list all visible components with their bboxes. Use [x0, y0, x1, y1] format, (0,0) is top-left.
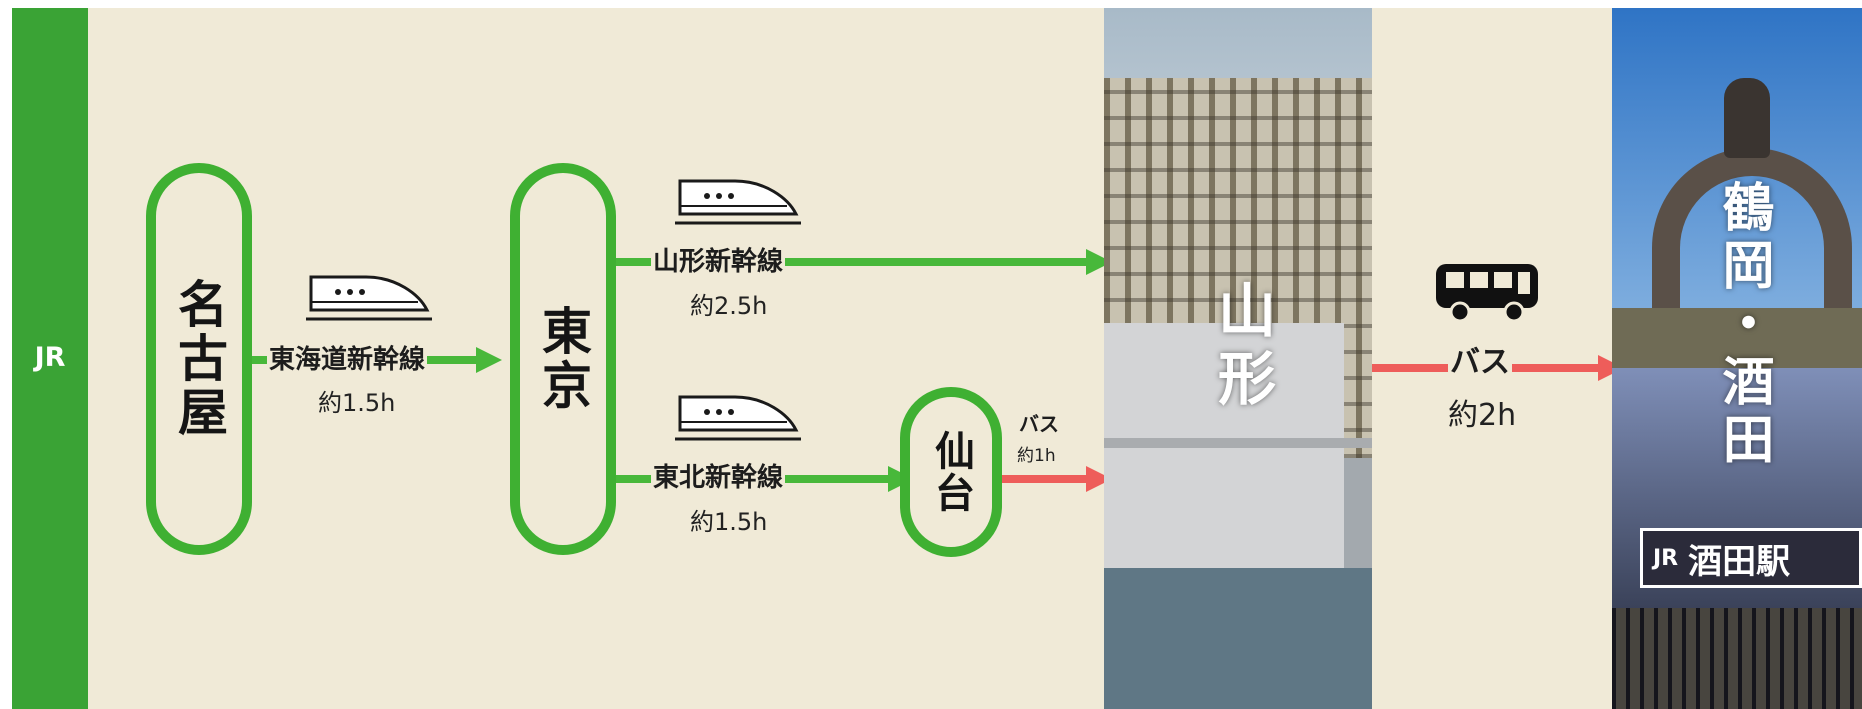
- route-sendai-bus-name: バス: [1017, 411, 1061, 437]
- route-yamagata-time: 約2.5h: [690, 292, 768, 320]
- jr-side-bar: [12, 8, 88, 709]
- sendai-bus-line: [1002, 475, 1086, 483]
- tokaido-arrowhead: [476, 347, 502, 373]
- shinkansen-icon: [306, 275, 432, 321]
- yamagata-photo: [1104, 8, 1372, 709]
- station-tokyo: 東京: [510, 163, 616, 555]
- route-tohoku-name: 東北新幹線: [651, 461, 786, 495]
- station-tokyo-label: 東京: [534, 305, 592, 413]
- route-tokaido-time: 約1.5h: [318, 389, 396, 417]
- city-yamagata-label: 山形: [1208, 280, 1276, 416]
- route-yamagata-bus-name: バス: [1448, 344, 1512, 382]
- station-sendai: 仙台: [900, 387, 1002, 557]
- tsuruoka-sakata-photo: JR 酒田駅: [1612, 8, 1862, 709]
- sakata-sign-text: 酒田駅: [1688, 541, 1791, 582]
- route-sendai-bus-time: 約1h: [1017, 446, 1056, 466]
- shinkansen-icon: [675, 179, 801, 225]
- jr-label: JR: [34, 342, 66, 373]
- route-tohoku-time: 約1.5h: [690, 508, 768, 536]
- sakata-sign-brand: JR: [1653, 545, 1679, 571]
- station-nagoya-label: 名古屋: [170, 278, 228, 440]
- yamagata-shinkansen-line: [616, 258, 1086, 266]
- city-tsuruoka-sakata-label: 鶴岡・酒田: [1713, 180, 1773, 470]
- bus-icon: [1436, 264, 1538, 323]
- station-sendai-label: 仙台: [928, 430, 974, 514]
- shinkansen-icon: [675, 395, 801, 441]
- route-yamagata-bus-time: 約2h: [1448, 398, 1517, 433]
- station-nagoya: 名古屋: [146, 163, 252, 555]
- route-tokaido-name: 東海道新幹線: [267, 343, 428, 377]
- route-yamagata-name: 山形新幹線: [651, 245, 786, 279]
